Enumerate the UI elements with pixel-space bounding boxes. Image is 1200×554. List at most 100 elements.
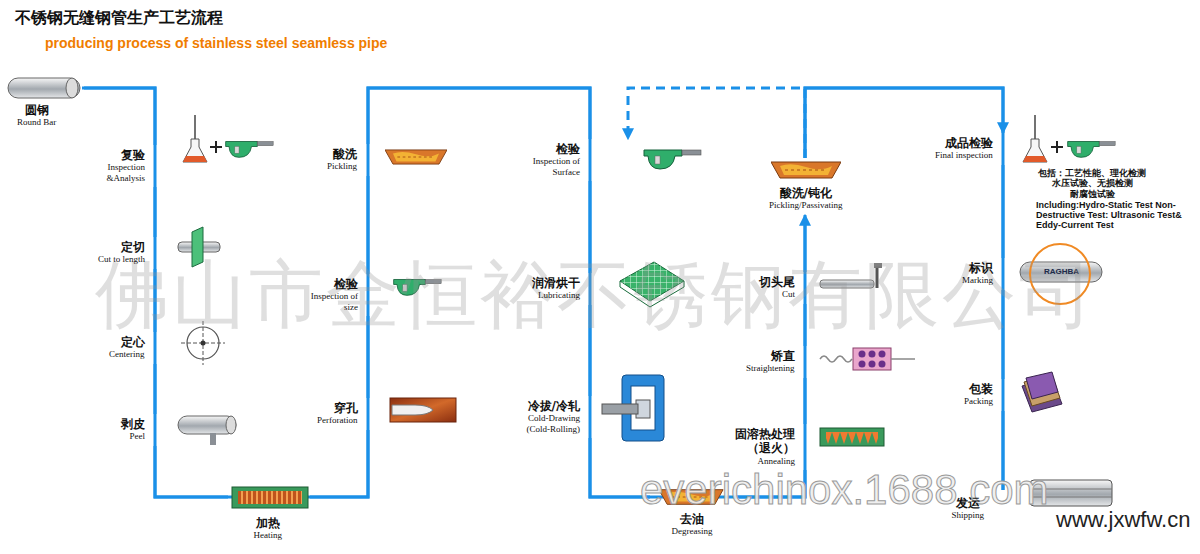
step-label: 检验Inspection of Surface: [532, 142, 580, 178]
flow-connector: [804, 304, 807, 346]
straightener-icon: [879, 351, 886, 358]
step-name-zh: 包装: [964, 382, 993, 396]
step-name-zh: 发运: [952, 496, 985, 510]
annealing-furnace-icon: [820, 428, 884, 446]
watermark: everichinox.1688.com: [640, 466, 1049, 514]
process-step: 矫直Straightening: [743, 346, 821, 378]
peel-icon: [178, 416, 236, 445]
step-label: 复验Inspection &Analysis: [87, 148, 145, 184]
step-label: 冷拔/冷轧Cold-Drawing (Cold-Rolling): [518, 399, 580, 435]
step-name-zh: 定心: [109, 335, 145, 349]
step-label: 标识Marking: [962, 261, 993, 286]
step-label: 定心Centering: [109, 335, 145, 360]
process-step: 切头尾Cut: [756, 272, 821, 304]
step-name-en: Final inspection: [935, 150, 993, 161]
step-label: 润滑烘干Lubricating: [532, 276, 580, 301]
flow-connector: [1002, 290, 1005, 379]
step-name-zh: 标识: [962, 261, 993, 275]
flow-connector: [804, 378, 807, 424]
flow-connector: [368, 88, 590, 144]
process-step: 检验Inspection of size: [305, 274, 384, 316]
drawing-die-icon: [602, 375, 664, 441]
piercing-icon: [390, 398, 456, 422]
label-holder: Including:Hydro-Static Test Non-Destruct…: [1036, 200, 1194, 230]
step-name-zh: 固溶热处理 （退火）: [729, 427, 795, 456]
process-step: 检验Inspection of Surface: [529, 139, 636, 181]
flow-connector: [310, 430, 368, 497]
straightener-icon: [853, 348, 891, 370]
package-icon: [1026, 372, 1058, 399]
process-step: 复验Inspection &Analysis: [84, 145, 171, 187]
degreasing-tank-icon: [659, 490, 723, 505]
step-label: 酸洗/钝化Pickling/Passivating: [769, 186, 843, 211]
peel-icon: [226, 416, 236, 434]
marking-icon: [1030, 244, 1090, 304]
straightener-icon: [879, 361, 886, 368]
step-name-en: Centering: [109, 349, 145, 360]
flow-connector: [589, 181, 592, 273]
subtitle: producing process of stainless steel sea…: [45, 35, 387, 51]
flow-connector: [367, 176, 370, 274]
flow-connector: [154, 187, 157, 237]
step-label: 发运Shipping: [952, 496, 985, 521]
final-inspection-icon: [1023, 115, 1115, 162]
step-label: 加热Heating: [254, 516, 283, 541]
saw-icon: [820, 280, 874, 288]
pipe-marking: RAGHBA: [1044, 267, 1079, 276]
peel-icon: [210, 433, 216, 445]
furnace-icon: [238, 491, 302, 504]
cutter-icon: [178, 227, 220, 267]
watermark: www.jxwfw.cn: [1056, 507, 1190, 533]
furnace-icon: [238, 491, 302, 504]
inspection-icon: [210, 141, 222, 153]
step-name-en: Packing: [964, 396, 993, 407]
flow-connector: [805, 88, 1003, 158]
step-name-en: Perforation: [317, 415, 358, 426]
step-name-zh: 复验: [87, 148, 145, 162]
process-step: 润滑烘干Lubricating: [529, 273, 606, 305]
step-name-en: Heating: [254, 530, 283, 541]
connector-layer: [84, 88, 1003, 497]
saw-icon: [876, 266, 879, 288]
inspection-icon: [183, 115, 273, 162]
passivating-tank-icon: [771, 162, 841, 178]
straightener-icon: [820, 348, 915, 370]
annealing-furnace-icon: [820, 428, 884, 446]
inspection-icon: [183, 115, 207, 162]
centering-icon: [201, 341, 206, 346]
step-name-en: Cut to length: [98, 254, 145, 265]
step-name-zh: 检验: [532, 142, 580, 156]
straightener-icon: [859, 361, 866, 368]
step-name-zh: 剥皮: [121, 417, 145, 431]
flow-connector: [735, 470, 805, 497]
drying-rack-icon: [620, 281, 684, 307]
step-name-zh: 切头尾: [759, 275, 795, 289]
flow-connector: [154, 364, 157, 414]
step-label: 酸洗Pickling: [327, 147, 357, 172]
step-label: 去油Degreasing: [672, 512, 713, 537]
drying-rack-icon: [620, 262, 684, 301]
flow-connector: [1002, 411, 1005, 490]
marking-icon: [1020, 244, 1102, 304]
step-name-en: Inspection &Analysis: [87, 162, 145, 184]
step-name-zh: 润滑烘干: [532, 276, 580, 290]
step-label: 固溶热处理 （退火）Annealing: [729, 427, 795, 467]
straightener-icon: [891, 358, 915, 360]
process-step: 加热Heating: [228, 485, 310, 545]
step-name-zh: 成品检验: [935, 136, 993, 150]
flow-connector: [1002, 165, 1005, 258]
flow-line: [82, 88, 1003, 497]
step-name-en: Degreasing: [672, 526, 713, 537]
final-inspection-icon: [1051, 141, 1063, 153]
furnace-icon: [232, 487, 308, 508]
step-name-en: Pickling: [327, 161, 357, 172]
round-bar-icon: [8, 78, 80, 98]
step-label: 剥皮Peel: [121, 417, 145, 442]
watermark: 佛山市金恒裕不锈钢有限公司: [95, 246, 1096, 346]
inspection-icon: [226, 142, 273, 158]
pipe-bundle-icon: [1030, 480, 1112, 506]
step-name-en: Cut: [759, 289, 795, 300]
process-step: 发运Shipping: [948, 490, 1012, 525]
label-holder: producing process of stainless steel sea…: [45, 35, 387, 51]
step-name-zh: 检验: [308, 277, 358, 291]
